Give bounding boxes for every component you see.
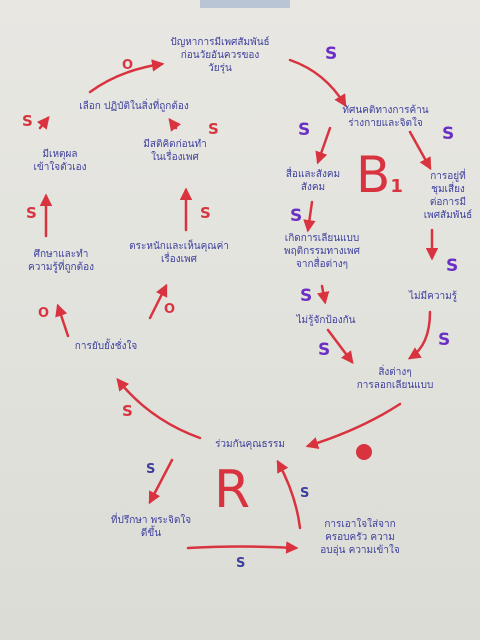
arrow-center-to-advisor — [148, 458, 174, 505]
arrow-center-to-leftbottom — [116, 378, 202, 440]
node-left-upper: มีเหตุผล เข้าใจตัวเอง — [33, 149, 87, 173]
node-right-mid: สื่อและสังคม สังคม — [285, 169, 341, 193]
node-center-bottom: ร่วมกันคุณธรรม — [215, 439, 285, 450]
node-right-know: ไม่มีความรู้ — [408, 291, 458, 302]
node-bottom-left: ที่ปรึกษา พระจิตใจ ดีขึ้น — [110, 515, 192, 539]
link-polarity-label: S — [236, 556, 246, 571]
balancing-loop-letter: B — [356, 146, 391, 204]
balancing-loop-index: 1 — [390, 176, 403, 197]
node-right-upper: ทัศนคติทางการค้าน ร่างกายและจิตใจ — [342, 105, 429, 129]
arrow-media-to-imitate — [303, 200, 316, 233]
arrow-inner-bottom-up — [148, 283, 168, 320]
tape — [200, 0, 290, 8]
arrow-know-to-bottom — [407, 310, 432, 360]
node-right-bottom: สิ่งต่างๆ การลอกเลียนแบบ — [356, 367, 434, 391]
link-polarity-label: S — [208, 120, 219, 138]
red-dot — [356, 444, 372, 460]
node-right-center: เกิดการเลียนแบบ พฤติกรรมทางเพศ จากสื่อต่… — [284, 233, 360, 270]
arrow-right-to-far — [408, 130, 432, 171]
link-polarity-label: O — [164, 302, 176, 317]
arrow-bottom-to-center — [305, 402, 402, 450]
arrow-imitate-to-noprotect — [317, 284, 330, 305]
link-polarity-label: O — [122, 58, 134, 73]
link-polarity-label: O — [38, 306, 50, 321]
node-left-mid2: ตระหนักและเห็นคุณค่า เรื่องเพศ — [129, 241, 229, 265]
arrow-lefttop-to-choose — [36, 116, 50, 130]
balancing-loop-label: B1 — [356, 150, 403, 200]
link-polarity-label: S — [290, 206, 303, 226]
node-right-lower: ไม่รู้จักป้องกัน — [296, 315, 356, 326]
link-polarity-label: S — [26, 204, 37, 222]
arrow-right-to-media — [315, 126, 332, 165]
arrow-leftbottom-to-leftmid — [55, 303, 70, 338]
arrow-top-to-right — [288, 58, 347, 108]
link-polarity-label: S — [442, 124, 455, 144]
node-top: ปัญหาการมีเพศสัมพันธ์ ก่อนวัยอันควรของ ว… — [170, 37, 270, 74]
link-polarity-label: S — [438, 330, 451, 350]
arrow-advisor-to-family — [186, 541, 299, 554]
link-polarity-label: S — [300, 286, 313, 306]
node-left-bottom: การยับยั้งชั่งใจ — [74, 341, 138, 352]
link-polarity-label: S — [122, 402, 133, 420]
link-polarity-label: S — [298, 120, 311, 140]
node-bottom-right: การเอาใจใส่จาก ครอบครัว ความ อบอุ่น ความ… — [320, 519, 400, 556]
node-left-mid: ศึกษาและทำ ความรู้ที่ถูกต้อง — [28, 249, 94, 273]
link-polarity-label: S — [200, 204, 211, 222]
node-left-inner: มีสติคิดก่อนทำ ในเรื่องเพศ — [143, 139, 207, 163]
link-polarity-label: S — [318, 340, 331, 360]
arrow-noprotect-to-bottom — [326, 328, 354, 364]
link-polarity-label: S — [300, 486, 310, 501]
link-polarity-label: S — [146, 462, 156, 477]
arrow-family-to-center — [276, 459, 302, 530]
node-right-far: การอยู่ที่ ชุมเสี่ยง ต่อการมี เพศสัมพันธ… — [423, 171, 473, 221]
link-polarity-label: S — [22, 112, 33, 130]
arrow-inner-to-choose — [168, 118, 181, 132]
link-polarity-label: S — [325, 44, 338, 64]
arrow-choose-to-top — [88, 59, 165, 94]
link-polarity-label: S — [446, 256, 459, 276]
node-left-top: เลือก ปฏิบัติในสิ่งที่ถูกต้อง — [79, 101, 189, 112]
reinforcing-loop-label: R — [214, 460, 251, 520]
